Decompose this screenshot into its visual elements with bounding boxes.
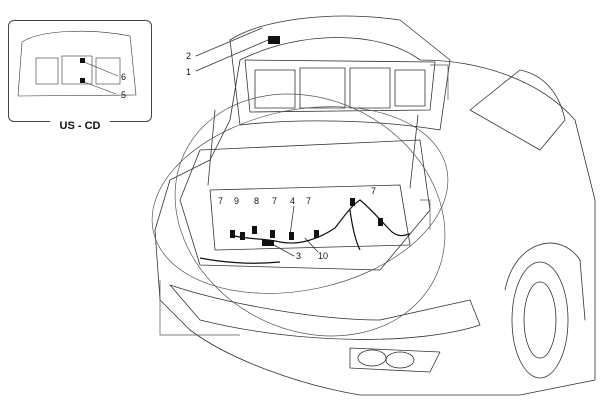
callout-7-center: 7	[306, 196, 312, 206]
connector-10	[314, 230, 319, 238]
callout-4: 4	[290, 196, 296, 206]
highlight-ellipse-1	[151, 106, 449, 294]
callout-frame-right	[420, 199, 431, 230]
car-body-outline	[154, 37, 596, 396]
callout-7-right: 7	[371, 186, 377, 196]
callout-frame-lower	[159, 280, 240, 336]
connector-7a	[230, 230, 235, 238]
module-3	[262, 240, 274, 246]
inset-label: US - CD	[50, 120, 110, 132]
callout-10: 10	[318, 251, 329, 261]
inset-frame	[8, 20, 152, 122]
callout-2: 2	[186, 51, 192, 61]
callout-8: 8	[254, 196, 260, 206]
rear-wheel-arch	[504, 242, 586, 321]
callout-frame-upper	[430, 64, 449, 100]
connector-7b	[270, 230, 275, 238]
rear-wheel	[511, 261, 569, 379]
rear-window	[469, 69, 566, 151]
callout-7-left: 7	[218, 196, 224, 206]
highlight-ellipse-2	[174, 93, 446, 337]
trunk-opening	[179, 139, 431, 271]
callout-3: 3	[296, 251, 302, 261]
trunk-lock-connector	[268, 36, 280, 44]
connector-9	[240, 232, 245, 240]
wiring-harness	[229, 199, 411, 244]
callout-7-middle: 7	[272, 196, 278, 206]
connector-8	[252, 226, 257, 234]
exhaust-tip-right	[385, 351, 415, 369]
connector-7c	[350, 198, 355, 206]
callout-6: 6	[121, 72, 127, 82]
connector-4	[289, 232, 294, 240]
callout-1: 1	[186, 67, 192, 77]
callout-9: 9	[234, 196, 240, 206]
trunk-lid	[229, 15, 451, 131]
connector-7d	[378, 218, 383, 226]
rear-bumper	[169, 284, 481, 340]
callout-5: 5	[121, 90, 127, 100]
trunk-floor	[209, 184, 411, 251]
exhaust-tip-left	[357, 349, 387, 367]
